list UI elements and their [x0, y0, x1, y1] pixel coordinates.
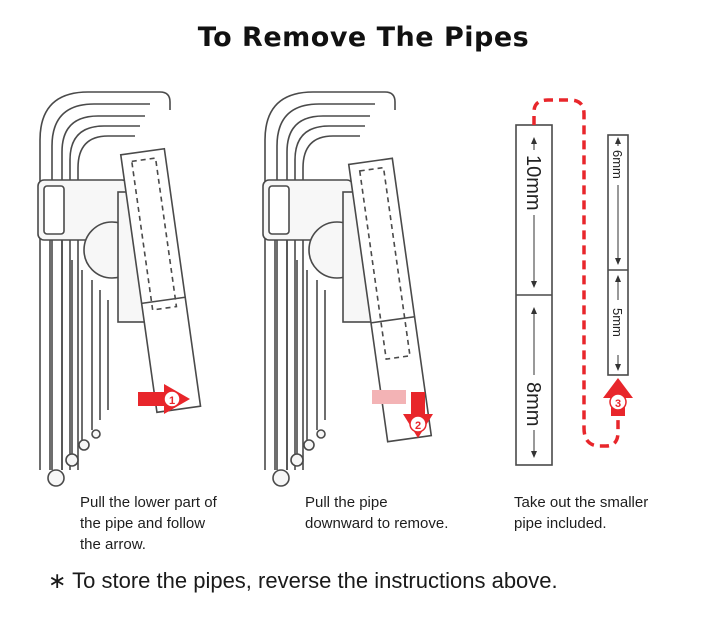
step-1-illustration — [37, 91, 202, 487]
step-3-caption-line: Take out the smaller — [514, 494, 649, 511]
page-title: To Remove The Pipes — [197, 22, 530, 53]
step-2-arrow — [372, 390, 433, 438]
step-3-number: 3 — [615, 398, 621, 410]
step-1-caption-line: Pull the lower part of — [80, 494, 217, 511]
step-1-arrow — [138, 384, 190, 414]
step-3-caption-line: pipe included. — [514, 515, 607, 532]
step-2-caption: Pull the pipe downward to remove. — [305, 492, 448, 534]
pipe-label-8mm: 8mm — [522, 382, 544, 426]
pipe-dimension-lines — [531, 137, 621, 458]
step-1-caption-line: the pipe and follow — [80, 515, 206, 532]
step-3-arrow — [603, 378, 633, 416]
step-1-caption: Pull the lower part of the pipe and foll… — [80, 492, 217, 555]
step-2-illustration — [262, 91, 433, 487]
footnote: ∗ To store the pipes, reverse the instru… — [48, 568, 558, 593]
step-2-number: 2 — [415, 420, 421, 432]
step-1-caption-line: the arrow. — [80, 536, 146, 553]
step-2-caption-line: Pull the pipe — [305, 494, 388, 511]
step-1-number: 1 — [169, 395, 175, 407]
step-3-caption: Take out the smaller pipe included. — [514, 492, 648, 534]
pipe-label-10mm: 10mm — [522, 155, 544, 211]
pipe-label-6mm: 6mm — [610, 150, 625, 179]
step-2-caption-line: downward to remove. — [305, 515, 449, 532]
pipe-label-5mm: 5mm — [610, 308, 625, 337]
